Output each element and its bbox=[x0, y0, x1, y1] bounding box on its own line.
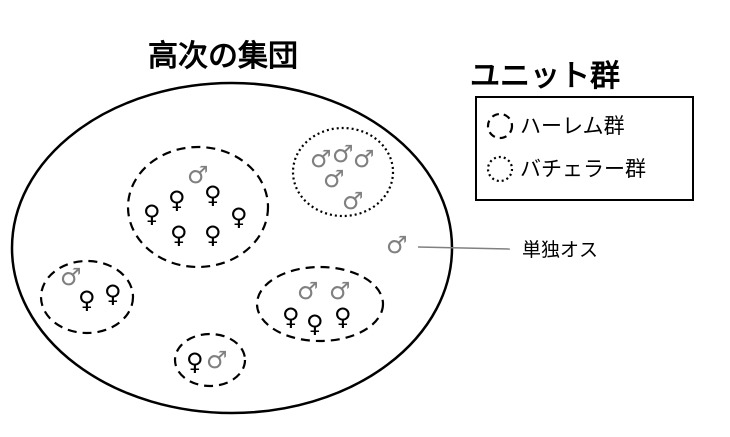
callout-line bbox=[417, 246, 511, 250]
male-symbol: ♂ bbox=[342, 187, 364, 215]
harem-group-boundary bbox=[173, 332, 247, 388]
male-symbol: ♂ bbox=[329, 277, 351, 305]
male-symbol: ♂ bbox=[60, 263, 82, 291]
harem-group-boundary bbox=[255, 265, 385, 343]
male-symbol: ♂ bbox=[323, 165, 345, 193]
legend: ハーレム群 バチェラー群 bbox=[475, 96, 694, 201]
bachelor-group-boundary bbox=[291, 126, 395, 218]
legend-harem-label: ハーレム群 bbox=[520, 114, 625, 138]
female-symbol: ♀ bbox=[168, 186, 186, 214]
female-symbol: ♀ bbox=[204, 221, 222, 249]
female-symbol: ♀ bbox=[186, 348, 204, 376]
female-symbol: ♀ bbox=[230, 203, 248, 231]
female-symbol: ♀ bbox=[78, 286, 96, 314]
female-symbol: ♀ bbox=[104, 280, 122, 308]
male-symbol: ♂ bbox=[386, 231, 408, 259]
harem-group-boundary bbox=[126, 145, 270, 269]
solitary-male: ♂ 単独オス bbox=[386, 231, 598, 261]
male-symbol: ♂ bbox=[187, 161, 209, 189]
male-symbol: ♂ bbox=[353, 145, 375, 173]
harem-group: ♂ ♂ ♀ ♀ ♀ bbox=[282, 277, 352, 338]
solitary-male-label: 単独オス bbox=[522, 239, 598, 261]
harem-legend-marker bbox=[486, 112, 514, 140]
female-symbol: ♀ bbox=[282, 303, 300, 331]
female-symbol: ♀ bbox=[170, 221, 188, 249]
legend-box bbox=[475, 96, 694, 201]
harem-group: ♀ ♂ bbox=[186, 346, 228, 376]
bachelor-legend-marker bbox=[486, 155, 514, 183]
male-symbol: ♂ bbox=[310, 145, 332, 173]
male-symbol: ♂ bbox=[332, 140, 354, 168]
harem-group: ♂ ♀ ♀ ♀ ♀ ♀ ♀ bbox=[143, 161, 248, 249]
female-symbol: ♀ bbox=[306, 310, 324, 338]
female-symbol: ♀ bbox=[334, 303, 352, 331]
bachelor-group: ♂ ♂ ♂ ♂ ♂ bbox=[310, 140, 375, 215]
male-symbol: ♂ bbox=[206, 346, 228, 374]
legend-bachelor-label: バチェラー群 bbox=[520, 157, 646, 181]
upper-group-title: 高次の集団 bbox=[148, 39, 298, 74]
female-symbol: ♀ bbox=[143, 200, 161, 228]
unit-group-title: ユニット群 bbox=[470, 59, 620, 94]
harem-group: ♂ ♀ ♀ bbox=[60, 263, 122, 314]
harem-group-boundary bbox=[39, 259, 135, 335]
male-symbol: ♂ bbox=[297, 277, 319, 305]
female-symbol: ♀ bbox=[204, 181, 222, 209]
